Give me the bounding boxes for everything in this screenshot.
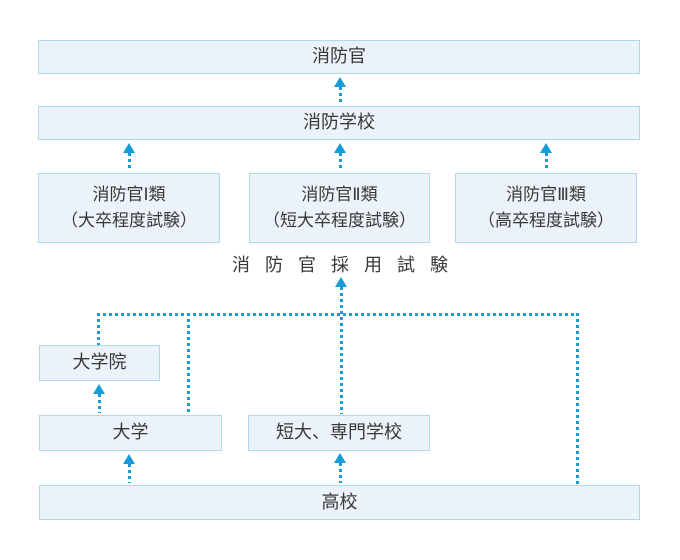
arrow-high-school-to-junior-college-icon (334, 453, 346, 483)
node-class3-subtitle: （高卒程度試験） (478, 211, 614, 230)
arrow-tail (338, 87, 342, 104)
node-fire-academy: 消防学校 (38, 106, 640, 140)
node-high-school: 高校 (39, 485, 640, 520)
arrow-tail (339, 287, 343, 414)
node-junior-college-label: 短大、専門学校 (276, 422, 402, 443)
node-class3-title: 消防官Ⅲ類 (506, 185, 586, 204)
arrow-tail (338, 153, 342, 171)
node-class2-subtitle: （短大卒程度試験） (263, 211, 416, 230)
node-class1-subtitle: （大卒程度試験） (61, 211, 197, 230)
arrow-high-school-to-university-icon (123, 454, 135, 483)
arrow-class3-to-academy-icon (540, 143, 552, 171)
arrowhead-icon (540, 143, 552, 153)
arrowhead-icon (93, 384, 105, 394)
connector-high-school-drop (576, 313, 579, 485)
arrow-tail (544, 153, 548, 171)
node-firefighter: 消防官 (38, 40, 640, 74)
arrowhead-icon (123, 143, 135, 153)
arrowhead-icon (334, 453, 346, 463)
arrowhead-icon (334, 77, 346, 87)
connector-grad-school-drop (97, 313, 100, 345)
arrow-university-to-grad-school-icon (93, 384, 105, 413)
node-university: 大学 (39, 415, 222, 451)
node-firefighter-label: 消防官 (312, 46, 366, 67)
node-junior-college: 短大、専門学校 (248, 415, 430, 451)
node-grad-school: 大学院 (39, 345, 160, 381)
arrow-tail (127, 464, 131, 483)
arrow-academy-to-firefighter-icon (334, 77, 346, 104)
arrow-class1-to-academy-icon (123, 143, 135, 171)
node-class2-title: 消防官Ⅱ類 (301, 185, 378, 204)
arrowhead-icon (123, 454, 135, 464)
node-class1-title: 消防官Ⅰ類 (92, 185, 166, 204)
node-grad-school-label: 大学院 (72, 352, 127, 373)
arrow-class2-to-academy-icon (334, 143, 346, 171)
arrow-tail (97, 394, 101, 413)
node-university-label: 大学 (112, 422, 149, 443)
connector-university-drop (187, 313, 190, 415)
node-class3: 消防官Ⅲ類 （高卒程度試験） (455, 173, 637, 243)
arrow-tail (127, 153, 131, 171)
node-class2: 消防官Ⅱ類 （短大卒程度試験） (249, 173, 430, 243)
arrow-tail (338, 463, 342, 483)
node-class1: 消防官Ⅰ類 （大卒程度試験） (38, 173, 220, 243)
connector-rail (97, 313, 577, 316)
node-fire-academy-label: 消防学校 (303, 112, 375, 133)
arrowhead-icon (335, 277, 347, 287)
arrow-to-exam-icon (335, 277, 347, 414)
exam-label: 消防官採用試験 (232, 255, 463, 275)
node-high-school-label: 高校 (321, 491, 358, 512)
arrowhead-icon (334, 143, 346, 153)
